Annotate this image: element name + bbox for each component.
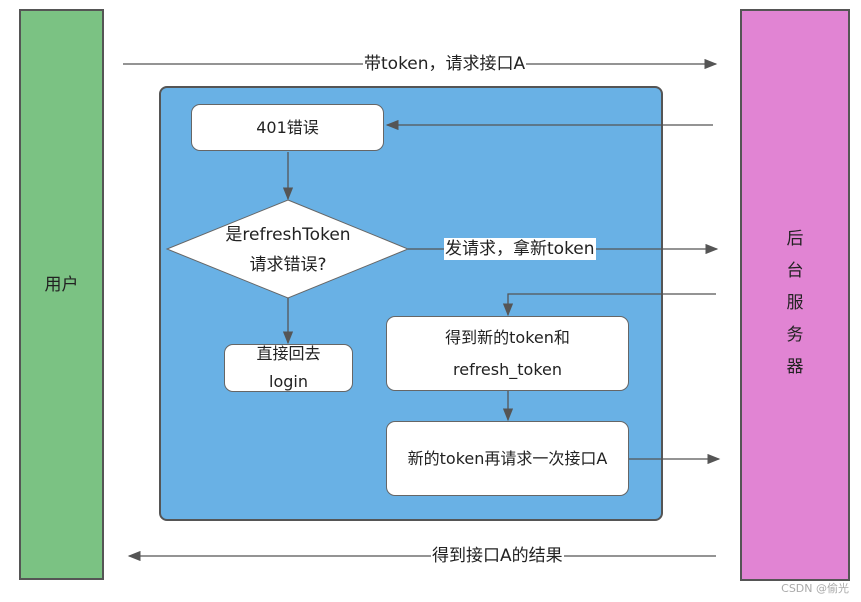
edge-label-get-new-token: 发请求，拿新token	[444, 238, 596, 260]
node-retry-request: 新的token再请求一次接口A	[386, 421, 629, 496]
node-got-new-tokens: 得到新的token和 refresh_token	[386, 316, 629, 391]
decision-line2: 请求错误?	[249, 255, 327, 275]
decision-text: 是refreshToken 请求错误?	[198, 220, 378, 280]
node-back-to-login: 直接回去 login	[224, 344, 353, 392]
got-tokens-line2: refresh_token	[453, 359, 562, 379]
user-column: 用户	[19, 9, 104, 580]
arrow-new-tokens	[502, 293, 716, 317]
login-line2: login	[269, 372, 308, 391]
node-401-error: 401错误	[191, 104, 384, 151]
user-label: 用户	[44, 275, 79, 295]
server-column: 后台服务器	[740, 9, 850, 581]
edge-label-result-a: 得到接口A的结果	[431, 545, 564, 567]
edge-label-request-a: 带token，请求接口A	[363, 53, 527, 75]
got-tokens-line1: 得到新的token和	[445, 327, 570, 347]
login-line1: 直接回去	[256, 344, 321, 363]
server-label: 后台服务器	[786, 229, 804, 377]
watermark: CSDN @偷光	[781, 582, 849, 595]
decision-line1: 是refreshToken	[225, 225, 351, 245]
